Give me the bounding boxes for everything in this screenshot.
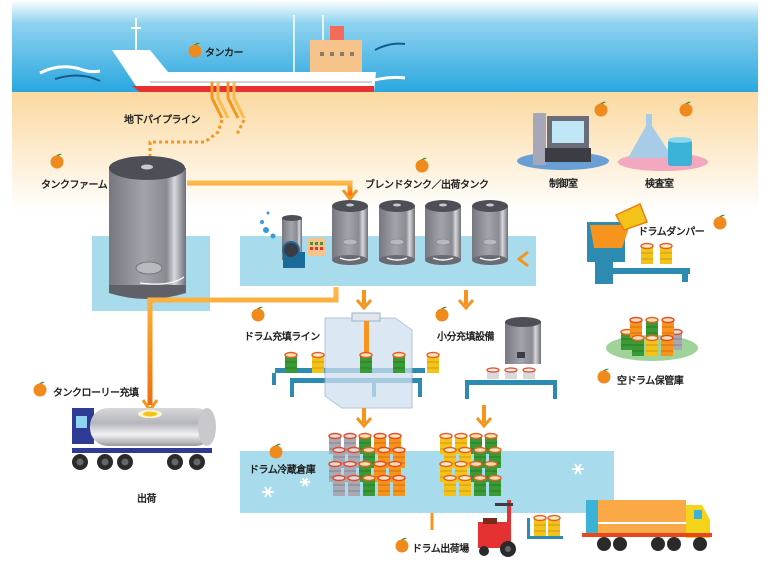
arrow-icon — [516, 250, 529, 268]
inspection-room-illustration — [618, 114, 708, 171]
blend-tank — [378, 199, 416, 266]
label-drum-shipping-area: ドラム出荷場 — [412, 544, 469, 555]
label-tank-farm: タンクファーム — [41, 180, 108, 191]
stored-drum — [488, 474, 502, 497]
orange-marker-icon — [251, 306, 265, 322]
stored-drum — [473, 474, 487, 497]
label-tank-lorry-filling: タンクローリー充填 — [53, 388, 139, 399]
blend-tank — [424, 199, 462, 266]
stored-drum — [443, 474, 457, 497]
control-room-illustration — [517, 113, 609, 170]
cargo-truck-illustration — [582, 500, 712, 551]
stored-drum — [392, 474, 406, 497]
pipe-to-tank-lorry — [147, 287, 339, 405]
wave-icon — [374, 42, 406, 51]
tank-lorry-illustration — [72, 408, 216, 470]
wave-icon — [39, 65, 101, 75]
label-tanker: タンカー — [205, 48, 244, 59]
snowflake-icons — [262, 463, 584, 498]
orange-marker-icon — [33, 381, 47, 397]
mixer-equipment — [260, 211, 326, 268]
label-drum-dumper: ドラムダンパー — [638, 227, 705, 238]
stored-drum — [332, 474, 346, 497]
underground-pipeline — [148, 82, 246, 160]
tank-farm-tank — [109, 156, 186, 299]
label-underground-pipeline: 地下パイプライン — [124, 115, 201, 126]
label-shipping: 出荷 — [137, 494, 157, 505]
label-control-room: 制御室 — [549, 179, 578, 190]
label-empty-drum-storage: 空ドラム保管庫 — [617, 376, 684, 387]
blend-tank — [331, 199, 369, 266]
wave-icon — [54, 74, 101, 82]
stored-drum — [458, 474, 472, 497]
orange-marker-icon — [395, 537, 409, 553]
forklift-illustration — [478, 500, 563, 557]
label-drum-filling-line: ドラム充填ライン — [244, 332, 320, 343]
stored-drum — [347, 474, 361, 497]
drum-dumper-illustration — [587, 202, 690, 284]
pipe-to-blend-tanks — [187, 180, 353, 196]
label-blend-tank: ブレンドタンク／出荷タンク — [365, 180, 489, 191]
label-inspection-room: 検査室 — [645, 179, 674, 190]
orange-marker-icon — [713, 214, 727, 230]
orange-marker-icon — [597, 368, 611, 384]
empty-drum-storage-illustration — [606, 316, 698, 361]
wave-icon — [374, 75, 406, 82]
small-filling-equipment — [465, 317, 557, 399]
tanker-ship — [112, 15, 376, 92]
orange-marker-icon — [269, 443, 283, 459]
arrow-icon — [341, 189, 359, 202]
blend-tank — [471, 199, 509, 266]
orange-marker-icon — [435, 306, 449, 322]
stored-drum — [377, 474, 391, 497]
stored-drum — [362, 474, 376, 497]
label-small-filling: 小分充填設備 — [437, 332, 495, 343]
drum-filling-line — [272, 312, 440, 409]
label-drum-cold-storage: ドラム冷蔵倉庫 — [249, 465, 316, 476]
